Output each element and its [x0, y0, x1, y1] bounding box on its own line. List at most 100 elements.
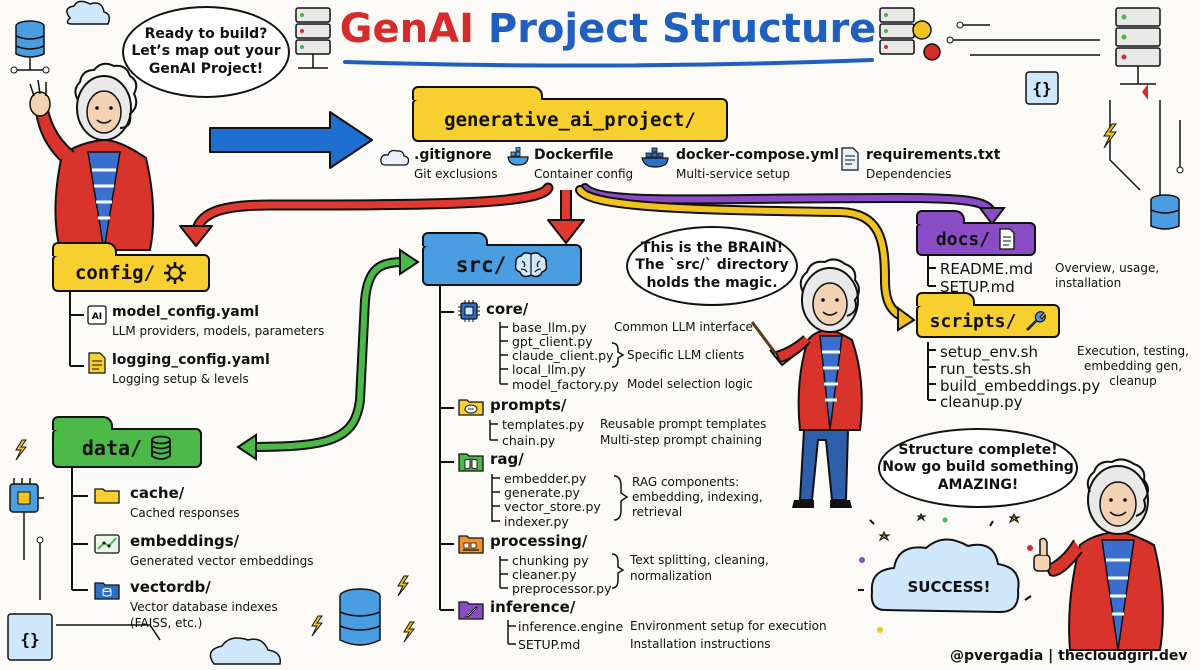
circuit-icon-topright: {}: [946, 7, 1184, 230]
core-file-claude-client: claude_client.py: [512, 348, 614, 363]
log-file-icon: [88, 352, 106, 374]
done-line-2: Now go build something: [882, 459, 1074, 476]
rag-name: rag/: [490, 450, 524, 468]
config-folder: config/: [52, 242, 210, 292]
vectordb-name: vectordb/: [130, 578, 211, 596]
brain-line-2: The `src/` directory: [635, 257, 789, 274]
intro-line-3: GenAI Project!: [148, 60, 264, 77]
data-folder-label: data/: [81, 436, 143, 460]
cache-desc: Cached responses: [130, 506, 240, 520]
processing-name: processing/: [490, 532, 588, 550]
scripts-file-setup-env: setup_env.sh: [940, 343, 1038, 361]
docs-note-line-1: Overview, usage,: [1055, 261, 1160, 275]
conveyor-icon: [458, 535, 484, 554]
core-file-gpt-client: gpt_client.py: [512, 334, 593, 349]
data-folder: data/: [52, 416, 202, 468]
model-config-desc: LLM providers, models, parameters: [112, 324, 325, 338]
gear-icon: [164, 262, 187, 284]
database-icon-bottom: [209, 575, 416, 665]
svg-text:{}: {}: [20, 630, 39, 649]
inference-name: inference/: [490, 598, 576, 616]
prompts-name: prompts/: [490, 396, 567, 414]
rag-file-vector-store: vector_store.py: [504, 499, 601, 514]
inference-file-engine: inference.engine: [518, 619, 624, 634]
model-config-name: model_config.yaml: [112, 304, 260, 320]
requirements-desc: Dependencies: [866, 167, 952, 181]
server-icon-topleft: [10, 0, 111, 74]
rag-file-indexer: indexer.py: [504, 514, 569, 529]
author-handle: @pvergadia | thecloudgirl.dev: [950, 648, 1188, 664]
requirements-name: requirements.txt: [866, 147, 1001, 163]
config-folder-label: config/: [74, 262, 156, 284]
presenter-waving: [29, 62, 155, 251]
root-folder-label: generative_ai_project/: [444, 109, 696, 131]
docker-whale-icon: [641, 147, 669, 168]
processing-note-line-2: normalization: [630, 569, 713, 583]
logging-config-desc: Logging setup & levels: [112, 372, 249, 386]
embeddings-desc: Generated vector embeddings: [130, 554, 314, 568]
cloud-icon: [380, 149, 410, 166]
chat-folder-icon: [458, 399, 484, 416]
prompts-note-templates: Reusable prompt templates: [600, 417, 767, 431]
prompts-file-templates: templates.py: [502, 417, 585, 432]
docker-compose-name: docker-compose.yml: [676, 147, 839, 163]
docker-icon: [507, 147, 529, 166]
connector-docs: [580, 183, 1006, 226]
processing-file-chunking: chunking py: [512, 553, 589, 568]
folder-icon: [94, 488, 120, 504]
speech-bubble-intro: Ready to build? Let’s map out your GenAI…: [122, 6, 290, 98]
logging-config-name: logging_config.yaml: [112, 352, 270, 368]
document-icon: [841, 147, 859, 171]
vector-db-icon: [94, 582, 120, 600]
success-label: SUCCESS!: [907, 578, 991, 596]
scripts-note-line-3: cleanup: [1109, 374, 1157, 388]
rag-file-generate: generate.py: [504, 485, 580, 500]
server-rack-icon-right: [879, 7, 941, 61]
page-title: GenAI Project Structure: [338, 6, 878, 52]
docs-note-line-2: installation: [1055, 276, 1122, 290]
blue-arrow: [209, 111, 373, 169]
prompts-note-chaining: Multi-step prompt chaining: [600, 433, 762, 447]
src-folder-label: src/: [455, 253, 507, 277]
speech-bubble-done: Structure complete! Now go build somethi…: [878, 428, 1078, 508]
prompts-file-chain: chain.py: [502, 433, 556, 448]
root-folder: generative_ai_project/: [412, 86, 728, 142]
ai-chip-icon: AI: [87, 305, 107, 325]
presenter-pointing: [750, 258, 863, 508]
inference-note-install: Installation instructions: [630, 637, 771, 651]
inference-note-env: Environment setup for execution: [630, 619, 827, 633]
connector-src: [547, 190, 585, 244]
done-line-1: Structure complete!: [898, 441, 1058, 458]
wrench-icon: [1026, 311, 1047, 331]
title-underline: [343, 58, 874, 68]
success-cloud: [858, 512, 1033, 633]
document-icon: [999, 228, 1015, 250]
docs-folder-label: docs/: [935, 228, 991, 250]
svg-text:AI: AI: [92, 312, 102, 322]
rag-note-line-3: retrieval: [632, 505, 683, 519]
core-file-local-llm: local_llm.py: [512, 362, 586, 377]
core-note-interface: Common LLM interface: [614, 320, 753, 334]
docs-file-readme: README.md: [940, 260, 1034, 278]
cache-name: cache/: [130, 484, 185, 502]
database-icon: [151, 435, 172, 460]
rocket-icon: [458, 601, 484, 620]
core-file-base-llm: base_llm.py: [512, 320, 587, 335]
docs-folder: docs/: [916, 210, 1036, 256]
src-folder: src/: [422, 232, 582, 286]
scripts-file-build-embeddings: build_embeddings.py: [940, 377, 1101, 395]
core-name: core/: [486, 300, 529, 318]
brain-line-3: holds the magic.: [646, 274, 778, 291]
embeddings-name: embeddings/: [130, 532, 240, 550]
intro-line-2: Let’s map out your: [131, 43, 281, 60]
scripts-note-line-2: embedding gen,: [1083, 359, 1183, 373]
circuit-icon-left: {}: [7, 439, 161, 661]
gitignore-desc: Git exclusions: [414, 167, 498, 181]
dockerfile-desc: Container config: [534, 167, 634, 181]
docker-compose-desc: Multi-service setup: [676, 167, 791, 181]
speech-bubble-brain: This is the BRAIN! The `src/` directory …: [626, 226, 798, 306]
scripts-folder-label: scripts/: [929, 310, 1017, 332]
brain-icon: [515, 252, 548, 278]
